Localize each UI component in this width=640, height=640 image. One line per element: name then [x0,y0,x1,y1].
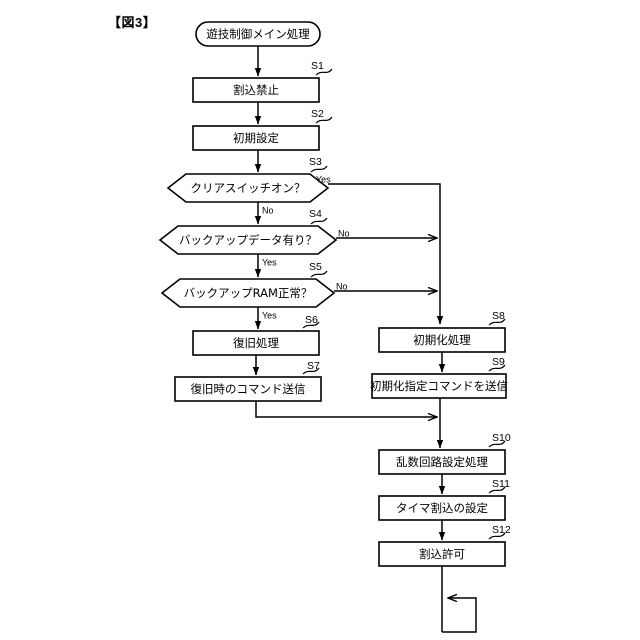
branch-label-s5-yes: Yes [262,310,277,320]
node-s7-label: 復旧時のコマンド送信 [191,382,306,396]
step-id-s11: S11 [492,478,510,490]
node-s6-label: 復旧処理 [233,336,279,350]
step-id-s4: S4 [309,208,322,220]
node-start: 遊技制御メイン処理 [195,21,321,47]
step-id-s7: S7 [307,360,320,372]
edge-s3-yes-to-s8 [328,183,444,325]
step-id-s2: S2 [311,108,324,120]
leader-s5 [310,270,328,278]
step-id-s8: S8 [492,310,505,322]
node-s10-label: 乱数回路設定処理 [396,455,488,469]
step-id-s9: S9 [492,356,505,368]
node-s3-label: クリアスイッチオン？ [191,181,306,195]
leader-s10 [488,440,506,448]
branch-label-s5-no: No [336,281,348,291]
node-s3: クリアスイッチオン？ [166,173,330,203]
node-s6: 復旧処理 [192,330,320,356]
node-s4-label: バックアップデータ有り？ [179,233,317,247]
node-s8: 初期化処理 [378,327,506,353]
leader-s1 [315,68,333,76]
step-id-s5: S5 [309,261,322,273]
node-s1-label: 割込禁止 [233,83,279,97]
node-s12-label: 割込許可 [419,547,465,561]
figure-label: 【図3】 [108,15,157,30]
branch-label-s4-no: No [338,228,350,238]
leader-s3 [310,165,328,173]
node-s11-label: タイマ割込の設定 [396,501,488,515]
step-id-s3: S3 [309,156,322,168]
branch-label-s3-no: No [262,205,274,215]
step-id-s10: S10 [492,432,511,444]
leader-s2 [315,116,333,124]
leader-s7 [302,367,320,375]
node-s2: 初期設定 [192,125,320,151]
node-s7: 復旧時のコマンド送信 [174,376,322,402]
node-s1: 割込禁止 [192,77,320,103]
node-s8-label: 初期化処理 [413,333,471,347]
step-id-s6: S6 [305,314,318,326]
leader-s11 [488,486,506,494]
node-s10: 乱数回路設定処理 [378,449,506,475]
edge-loop-back [442,598,477,633]
node-s9-label: 初期化指定コマンドを送信 [370,379,508,393]
node-s5: バックアップRAM正常？ [160,278,336,308]
branch-label-s3-yes: Yes [316,174,331,184]
leader-s8 [488,318,506,326]
node-s11: タイマ割込の設定 [378,495,506,521]
node-s9: 初期化指定コマンドを送信 [370,373,508,399]
branch-label-s4-yes: Yes [262,257,277,267]
leader-s9 [488,364,506,372]
node-s2-label: 初期設定 [233,131,279,145]
edge-s7-to-trunk [255,401,437,417]
leader-s4 [310,217,328,225]
node-start-label: 遊技制御メイン処理 [206,27,310,41]
step-id-s12: S12 [492,524,511,536]
node-s4: バックアップデータ有り？ [158,225,338,255]
node-s5-label: バックアップRAM正常？ [184,286,313,300]
leader-s12 [488,532,506,540]
node-s12: 割込許可 [378,541,506,567]
step-id-s1: S1 [311,60,324,72]
leader-s6 [302,321,320,329]
